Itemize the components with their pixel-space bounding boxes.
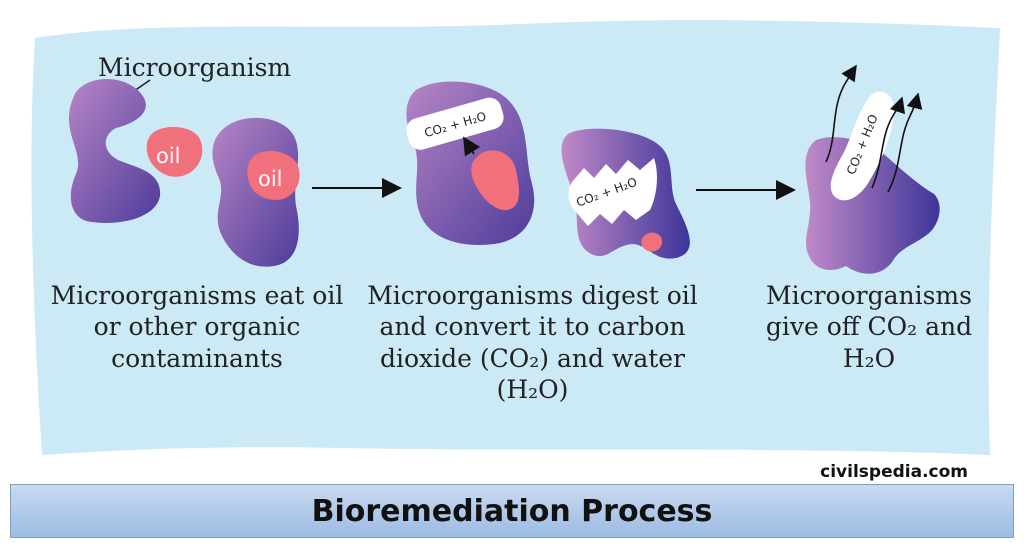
co2-h2o-bubble-2	[568, 158, 657, 226]
microorganism-open-body	[68, 79, 161, 223]
title-banner: Bioremediation Process	[10, 484, 1014, 538]
caption-step1: Microorganisms eat oil or other organic …	[50, 281, 344, 373]
oil-remnant	[641, 232, 662, 252]
oil-droplet	[146, 127, 203, 177]
oil-label: oil	[156, 144, 181, 168]
oil-droplet-engulfed	[247, 151, 300, 200]
source-credit: civilspedia.com	[820, 462, 968, 482]
digest-arrow	[463, 136, 481, 157]
gas-wave-3	[887, 92, 923, 193]
microorganism-label: Microorganism	[98, 53, 291, 82]
caption-step3: Microorganisms give off CO₂ and H₂O	[765, 281, 973, 373]
oil-being-digested	[471, 150, 519, 211]
gas-wave-1	[825, 64, 857, 163]
caption-step2: Microorganisms digest oil and convert it…	[367, 281, 698, 404]
co2-h2o-plume	[830, 91, 895, 201]
diagram-title: Bioremediation Process	[311, 493, 713, 529]
gas-wave-2	[871, 96, 906, 189]
oil-label-engulfed: oil	[258, 167, 283, 191]
